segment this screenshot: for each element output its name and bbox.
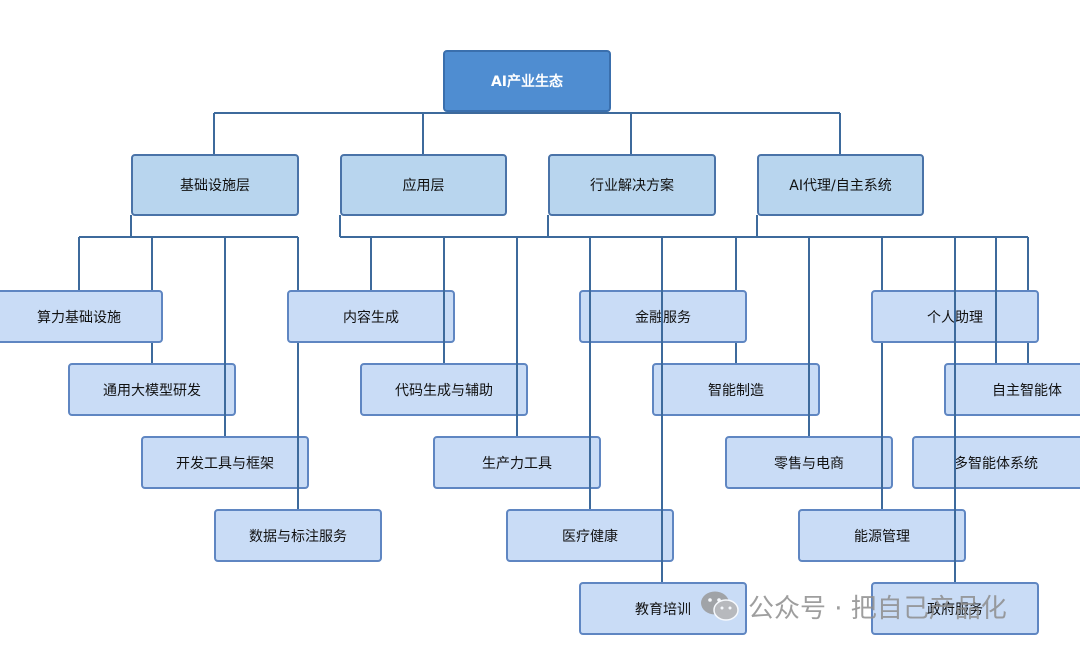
leaf-label: 通用大模型研发 xyxy=(103,382,201,399)
leaf-label: 零售与电商 xyxy=(774,455,844,472)
leaf-productivity-tools: 生产力工具 xyxy=(433,436,601,489)
leaf-smart-manufacturing: 智能制造 xyxy=(652,363,820,416)
category-industry-solutions: 行业解决方案 xyxy=(548,154,716,216)
category-ai-agents: AI代理/自主系统 xyxy=(757,154,924,216)
root-label: AI产业生态 xyxy=(490,74,564,90)
leaf-personal-assistant: 个人助理 xyxy=(871,290,1039,343)
category-label: AI代理/自主系统 xyxy=(789,178,892,194)
leaf-label: 算力基础设施 xyxy=(37,309,121,326)
leaf-data-labeling-services: 数据与标注服务 xyxy=(214,509,382,562)
leaf-label: 代码生成与辅助 xyxy=(395,382,493,399)
leaf-multi-agent-system: 多智能体系统 xyxy=(912,436,1080,489)
leaf-healthcare: 医疗健康 xyxy=(506,509,674,562)
leaf-autonomous-agent: 自主智能体 xyxy=(944,363,1080,416)
category-label: 应用层 xyxy=(402,178,445,194)
category-label: 行业解决方案 xyxy=(590,178,674,194)
category-infrastructure: 基础设施层 xyxy=(131,154,299,216)
leaf-label: 医疗健康 xyxy=(562,528,618,545)
category-application: 应用层 xyxy=(340,154,507,216)
root-node: AI产业生态 xyxy=(443,50,611,112)
leaf-foundation-model-rd: 通用大模型研发 xyxy=(68,363,236,416)
leaf-label: 政府服务 xyxy=(927,601,983,618)
leaf-label: 开发工具与框架 xyxy=(176,455,274,472)
leaf-retail-ecommerce: 零售与电商 xyxy=(725,436,893,489)
leaf-energy-management: 能源管理 xyxy=(798,509,966,562)
leaf-dev-tools-frameworks: 开发工具与框架 xyxy=(141,436,309,489)
leaf-label: 内容生成 xyxy=(343,309,399,326)
leaf-label: 能源管理 xyxy=(854,528,910,545)
leaf-label: 金融服务 xyxy=(635,309,691,326)
leaf-code-generation: 代码生成与辅助 xyxy=(360,363,528,416)
leaf-label: 教育培训 xyxy=(635,601,691,618)
leaf-financial-services: 金融服务 xyxy=(579,290,747,343)
leaf-label: 个人助理 xyxy=(927,309,983,326)
leaf-content-generation: 内容生成 xyxy=(287,290,455,343)
leaf-government-services: 政府服务 xyxy=(871,582,1039,635)
leaf-label: 智能制造 xyxy=(708,382,764,399)
leaf-label: 自主智能体 xyxy=(992,382,1062,399)
connector-root-to-categories xyxy=(213,110,841,154)
leaf-label: 生产力工具 xyxy=(482,455,552,472)
leaf-label: 数据与标注服务 xyxy=(249,528,347,545)
leaf-compute-infrastructure: 算力基础设施 xyxy=(0,290,163,343)
leaf-label: 多智能体系统 xyxy=(954,455,1038,472)
leaf-education-training: 教育培训 xyxy=(579,582,747,635)
category-label: 基础设施层 xyxy=(180,178,250,194)
